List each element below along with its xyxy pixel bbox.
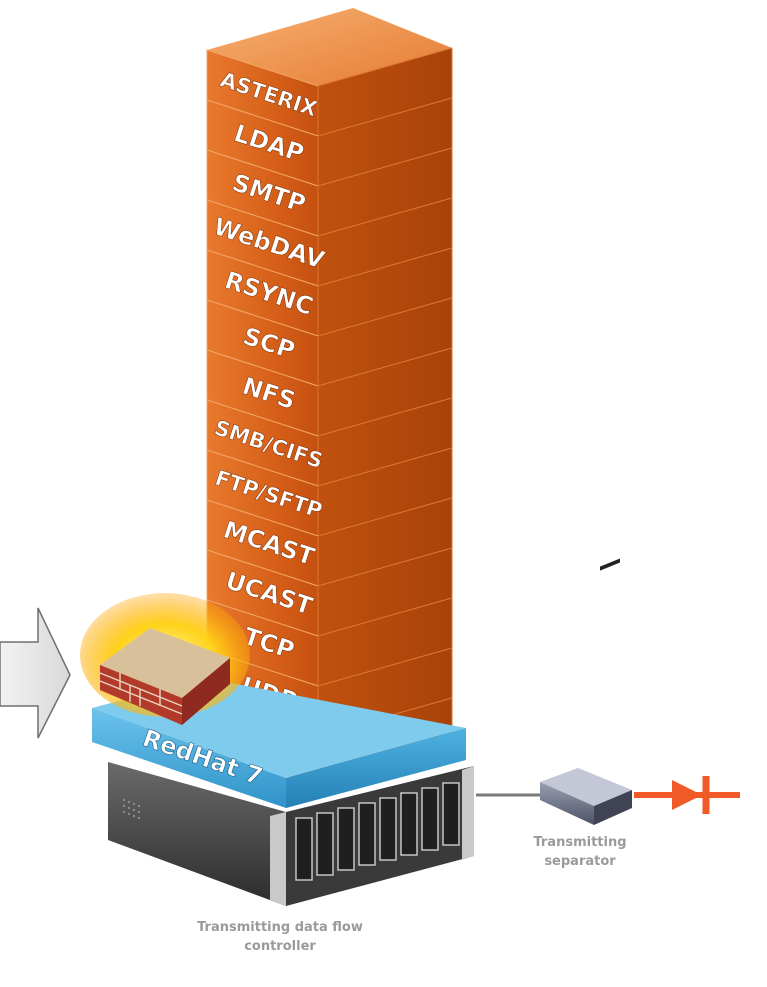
drive-bays bbox=[295, 782, 460, 881]
drive-bay bbox=[358, 802, 376, 866]
diode-icon bbox=[634, 776, 740, 814]
drive-bay bbox=[295, 817, 313, 881]
server-icon bbox=[108, 762, 474, 906]
controller-caption-line1: Transmitting data flow bbox=[197, 920, 363, 935]
controller-caption: Transmitting data flow controller bbox=[170, 918, 390, 956]
separator-device-icon bbox=[540, 558, 632, 825]
firewall-icon bbox=[80, 593, 250, 725]
arrow-right-icon bbox=[0, 607, 71, 739]
drive-bay bbox=[442, 782, 460, 846]
stack-top-face bbox=[207, 8, 452, 86]
drive-bay bbox=[316, 812, 334, 876]
drive-bay bbox=[379, 797, 397, 861]
separator-caption: Transmitting separator bbox=[515, 833, 645, 871]
vent-grille bbox=[122, 798, 141, 820]
separator-caption-line1: Transmitting bbox=[533, 835, 627, 850]
drive-bay bbox=[400, 792, 418, 856]
drive-bay bbox=[421, 787, 439, 851]
separator-caption-line2: separator bbox=[544, 854, 616, 869]
drive-bay bbox=[337, 807, 355, 871]
controller-caption-line2: controller bbox=[244, 939, 316, 954]
